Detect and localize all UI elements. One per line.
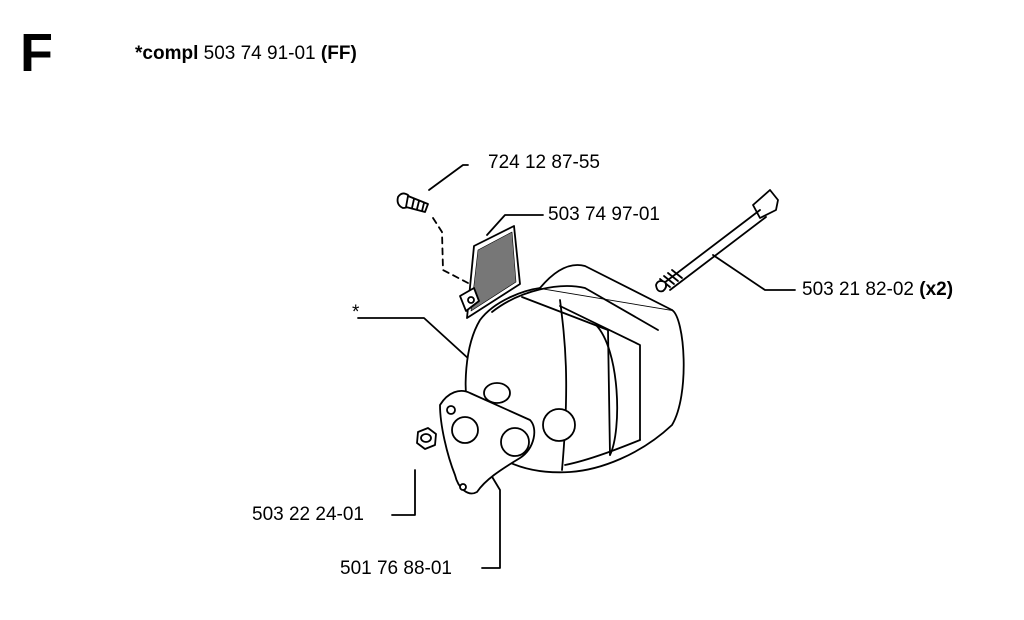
long-bolt-part (655, 189, 779, 293)
label-bolt-part-number: 503 21 82-02 (802, 279, 914, 300)
leader-screen (486, 214, 544, 236)
nut-part (416, 427, 437, 450)
leader-nut (391, 469, 416, 516)
gasket-part (439, 390, 536, 495)
assembly-prefix: *compl (135, 43, 199, 64)
label-muffler: * (352, 302, 360, 323)
leader-screw (428, 164, 469, 191)
label-screen: 503 74 97-01 (548, 204, 660, 225)
label-screw: 724 12 87-55 (488, 152, 600, 173)
label-bolt-qty: (x2) (919, 279, 954, 300)
label-bolt: 503 21 82-02 (x2) (802, 280, 953, 299)
assembly-header: *compl 503 74 91-01 (FF) (135, 44, 357, 63)
assembly-part-number: 503 74 91-01 (203, 43, 316, 64)
label-gasket: 501 76 88-01 (340, 558, 452, 579)
leader-muffler (357, 317, 471, 361)
spark-screen-part (459, 225, 521, 319)
assembly-code: (FF) (320, 43, 357, 64)
screw-part (396, 192, 429, 213)
leader-bolt (712, 254, 796, 291)
label-nut: 503 22 24-01 (252, 504, 364, 525)
alignment-dash (432, 217, 469, 284)
section-letter: F (20, 23, 53, 83)
leader-gasket (481, 469, 501, 569)
